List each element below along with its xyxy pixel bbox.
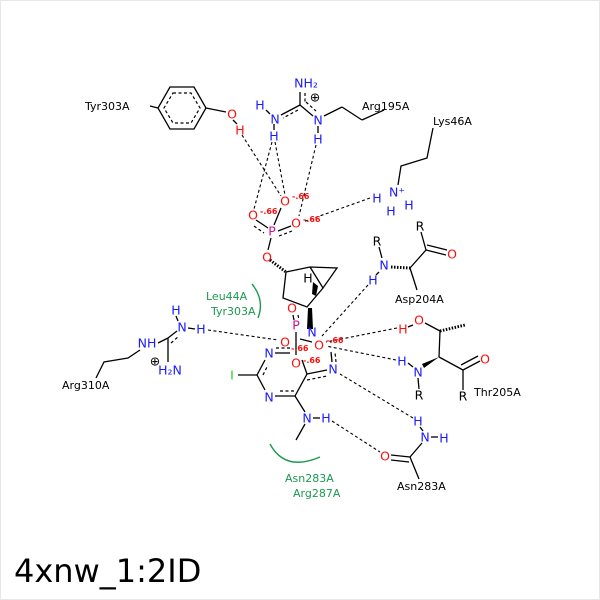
atom-nh2-arg195: NH₂ <box>294 76 318 91</box>
atom-o: O <box>291 356 301 371</box>
atom-n: N <box>270 112 279 127</box>
positive-charge-icon: ⊕ <box>310 90 320 105</box>
atom-n: N <box>413 365 422 380</box>
atom-o: O <box>280 335 290 350</box>
atom-o-tyr: O <box>227 107 237 122</box>
partial-charge: -.66 <box>326 336 344 345</box>
atom-o: O <box>414 313 424 328</box>
atom-h: H <box>321 411 330 426</box>
label-thr205a: Thr205A <box>473 386 521 399</box>
atom-o: O <box>380 449 390 464</box>
label-leu44a: Leu44A <box>206 290 248 303</box>
atom-o: O <box>291 216 301 231</box>
hydrophobic-arc-asn283-arg287 <box>269 443 321 463</box>
atom-n: N <box>313 113 322 128</box>
label-arg287a: Arg287A <box>293 487 341 500</box>
partial-charge: -.66 <box>292 192 310 201</box>
ligand-pyrimidine <box>238 347 337 441</box>
atom-h-bridgehead: H <box>303 271 312 286</box>
residue-arg310-guanidinium <box>95 315 196 379</box>
diagram-title: 4xnw_1:2ID <box>14 552 202 590</box>
residue-lys46-chain <box>397 127 434 186</box>
atom-p: P <box>292 318 300 333</box>
atom-n: N <box>307 325 316 340</box>
atom-n: N <box>264 390 273 405</box>
ligand-bicyclic-core <box>269 258 339 329</box>
label-asn283a: Asn283A <box>397 480 446 493</box>
label-arg195a: Arg195A <box>362 100 410 113</box>
partial-charge: -.66 <box>303 215 321 224</box>
atom-o: O <box>262 250 272 265</box>
partial-charge: -.66 <box>291 344 309 353</box>
atom-n: N <box>302 411 311 426</box>
atom-h: H <box>404 198 413 213</box>
label-asp204a: Asp204A <box>395 293 444 306</box>
atom-h-tyr: H <box>235 123 244 138</box>
atom-labels: O H NH₂ ⊕ H N H N H N⁺ H H H O -.66 O -.… <box>138 76 490 464</box>
residue-labels: Tyr303A Arg195A Lys46A Asp204A Thr205A A… <box>62 100 521 500</box>
atom-r: R <box>415 388 424 403</box>
atom-p: P <box>268 224 276 239</box>
residue-asn283-amide <box>390 426 438 480</box>
atom-r: R <box>459 389 468 404</box>
atom-o: O <box>248 208 258 223</box>
atom-h: H <box>196 322 205 337</box>
label-tyr303a-hydrophobic: Tyr303A <box>210 305 256 318</box>
atom-h: H <box>397 354 406 369</box>
residue-arg195-guanidinium <box>265 92 385 133</box>
label-asn283a-hydrophobic: Asn283A <box>285 472 334 485</box>
atom-h: H <box>372 191 381 206</box>
residue-tyr303-phenol <box>149 86 238 130</box>
atom-n: N <box>420 430 429 445</box>
atom-n: N <box>264 346 273 361</box>
hydrophobic-arc-leu44-tyr303 <box>251 283 262 319</box>
atom-h: H <box>269 129 278 144</box>
atom-o: O <box>287 301 297 316</box>
atom-nplus-lys46: N⁺ <box>389 185 405 200</box>
atom-h: H <box>386 204 395 219</box>
atom-h2n-arg310: H₂N <box>158 363 182 378</box>
atom-n: N <box>379 258 388 273</box>
atom-h: H <box>413 414 422 429</box>
atom-h: H <box>439 431 448 446</box>
label-lys46a: Lys46A <box>433 115 472 128</box>
atom-r: R <box>373 234 382 249</box>
residue-thr205-backbone <box>407 322 481 390</box>
atom-nh-arg310: NH <box>138 336 157 351</box>
atom-h: H <box>171 303 180 318</box>
atom-h: H <box>255 98 264 113</box>
ligand-phosphate-1 <box>253 207 293 251</box>
atom-o: O <box>480 352 490 367</box>
hydrogen-bonds <box>207 134 414 453</box>
atom-o: O <box>314 338 324 353</box>
label-tyr303a: Tyr303A <box>84 100 130 113</box>
atom-h: H <box>398 322 407 337</box>
partial-charge: -.66 <box>303 356 321 365</box>
ligand-phosphate-2 <box>292 314 313 355</box>
atom-h: H <box>313 132 322 147</box>
atom-i: I <box>230 368 234 383</box>
atom-r: R <box>416 219 425 234</box>
partial-charge: -.66 <box>260 207 278 216</box>
label-arg310a: Arg310A <box>62 379 110 392</box>
atom-n: N <box>177 320 186 335</box>
atom-n: N <box>328 362 337 377</box>
atom-o: O <box>447 247 457 262</box>
atom-h: H <box>368 273 377 288</box>
atom-o: O <box>280 194 290 209</box>
positive-charge-icon: ⊕ <box>150 354 160 369</box>
residue-asp204-backbone <box>375 231 448 291</box>
